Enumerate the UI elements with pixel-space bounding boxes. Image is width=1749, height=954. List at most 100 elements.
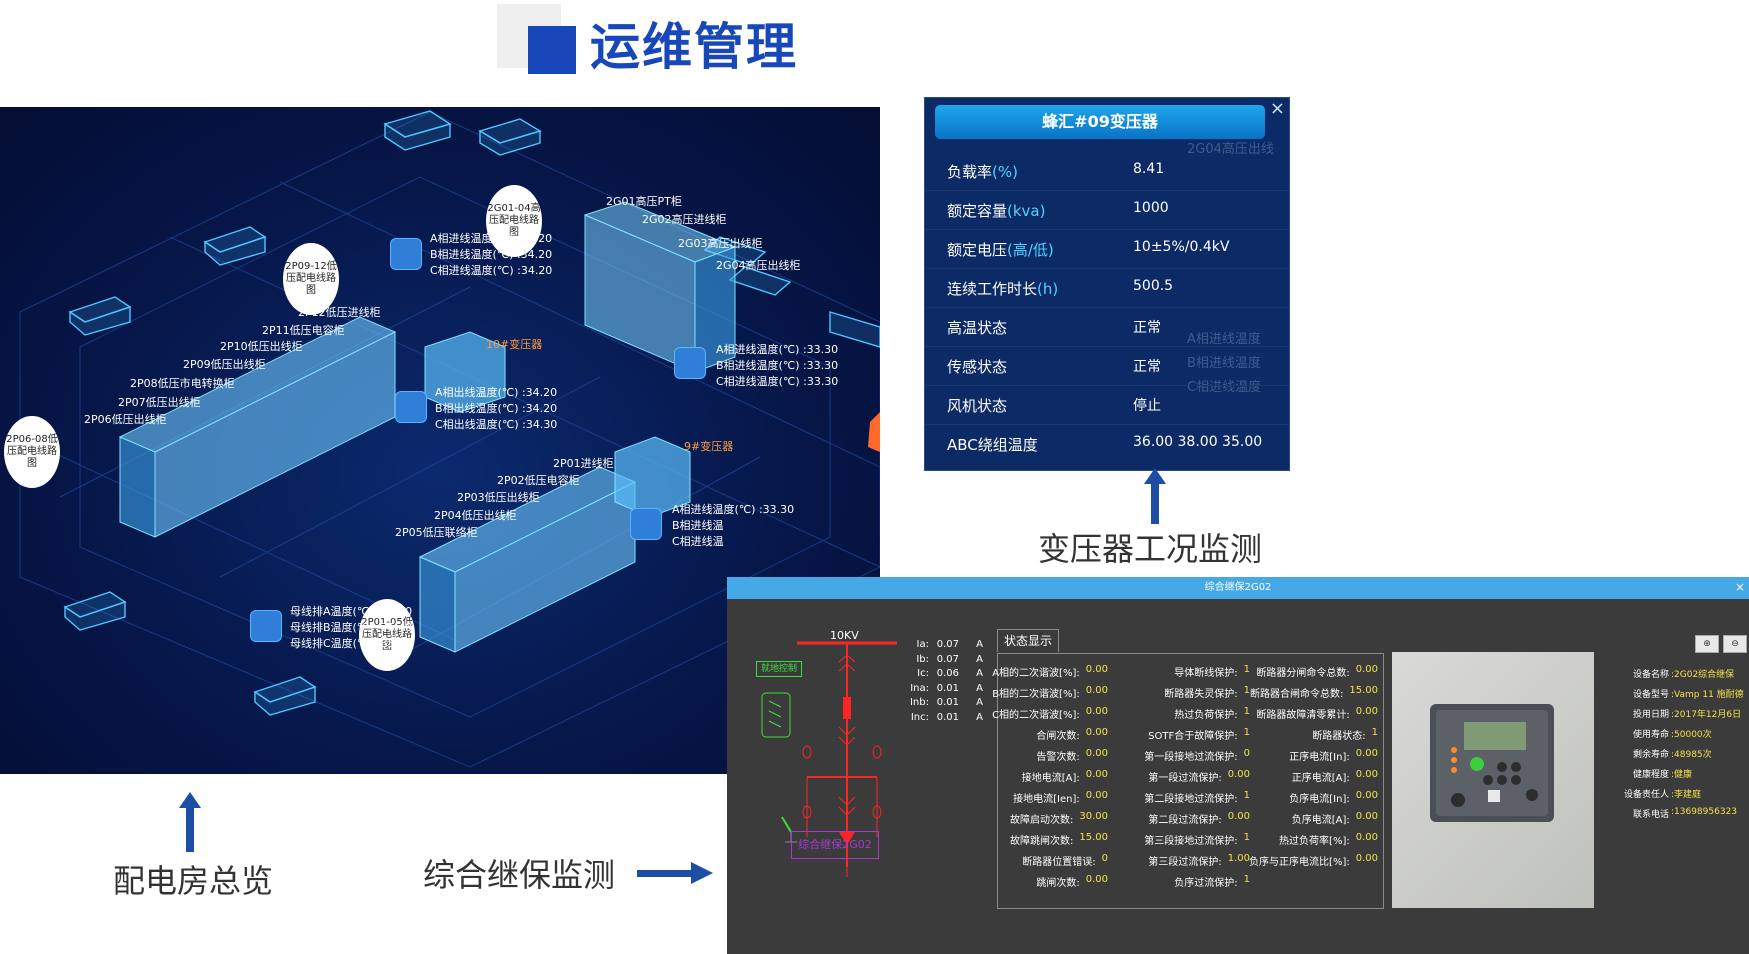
row-value: 停止	[1133, 398, 1161, 414]
status-row: 第三段接地过流保护:1	[1144, 832, 1250, 847]
cabinet-label: 2P01进线柜	[553, 457, 614, 470]
row-value: 10±5%/0.4kV	[1133, 239, 1230, 255]
transformer-label: 10#变压器	[486, 338, 543, 351]
row-label: 风机状态	[947, 397, 1008, 415]
info-row: 联系电话:13698956323	[1632, 807, 1738, 820]
title-square-icon	[528, 26, 576, 74]
temp-readings: A相进线温度(℃) :34.20 B相进线温度(℃) :34.20 C相进线温度…	[430, 231, 552, 279]
status-row: 断路器位置错误:0	[1022, 853, 1108, 868]
caption-transformer: 变压器工况监测	[1038, 530, 1263, 568]
temp-reading: B相出线温度(℃) :34.20	[435, 402, 558, 415]
thermometer-icon	[390, 238, 422, 270]
status-row: 热过负荷率[%]:0.00	[1279, 832, 1378, 847]
hv-diagram-link[interactable]: 2G01-04高压配电线路图	[486, 185, 542, 257]
cabinet-label: 2P10低压出线柜	[220, 340, 303, 353]
popup-row: 高温状态 正常	[925, 307, 1289, 347]
status-row: 热过负荷保护:1	[1174, 706, 1250, 721]
info-row: 使用寿命:50000次	[1632, 730, 1712, 740]
status-row: 第二段过流保护:0.00	[1148, 811, 1250, 826]
lv-diagram-link[interactable]: 2P09-12低压配电线路图	[283, 243, 339, 315]
status-row: A相的二次谐波[%]:0.00	[992, 664, 1108, 679]
popup-row: 负载率(%) 8.41	[925, 151, 1289, 191]
popup-row: 连续工作时长(h) 500.5	[925, 268, 1289, 308]
row-value: 正常	[1133, 359, 1161, 375]
power-room-3d-view[interactable]: 2G01-04高压配电线路图 2P09-12低压配电线路图 2P06-08低压配…	[0, 107, 880, 774]
cabinet-label: 2P04低压出线柜	[434, 509, 517, 522]
status-row: C相的二次谐波[%]:0.00	[992, 706, 1108, 721]
status-panel: A相的二次谐波[%]:0.00 B相的二次谐波[%]:0.00 C相的二次谐波[…	[992, 653, 1384, 909]
status-row: SOTF合于故障保护:1	[1148, 727, 1250, 742]
status-row: 第二段接地过流保护:1	[1144, 790, 1250, 805]
status-row: 故障启动次数:30.00	[1009, 811, 1108, 826]
cabinet-label: 2G01高压PT柜	[606, 195, 682, 208]
cabinet-label: 2P06低压出线柜	[84, 413, 167, 426]
status-row: 负序电流[A]:0.00	[1291, 811, 1378, 826]
status-row: 第一段过流保护:0.00	[1148, 769, 1250, 784]
tab-status[interactable]: 状态显示	[997, 629, 1059, 652]
close-icon[interactable]: ×	[1734, 580, 1745, 594]
status-row: 接地电流[Ien]:0.00	[1013, 790, 1108, 805]
thermometer-icon	[630, 508, 662, 540]
temp-reading: 母线排C温度(℃) :35.60	[290, 637, 413, 650]
status-row: 合闸次数:0.00	[1036, 727, 1108, 742]
cabinet-label: 2P09低压出线柜	[183, 358, 266, 371]
local-control-button[interactable]: 就地控制	[756, 661, 802, 677]
popup-row: 传感状态 正常	[925, 346, 1289, 386]
up-arrow-icon	[179, 792, 201, 852]
status-col-1: A相的二次谐波[%]:0.00 B相的二次谐波[%]:0.00 C相的二次谐波[…	[992, 664, 1108, 895]
close-icon[interactable]: ×	[1269, 98, 1285, 119]
cabinet-label: 2P08低压市电转换柜	[130, 377, 235, 390]
row-label: 连续工作时长(h)	[947, 280, 1059, 298]
transformer-popup: 2G04高压出线 A相进线温度 B相进线温度 C相进线温度 蜂汇#09变压器 ×…	[924, 97, 1290, 471]
status-row: 导体断线保护:1	[1174, 664, 1250, 679]
temp-reading: A相出线温度(℃) :34.20	[435, 386, 558, 399]
cabinet-label: 2P11低压电容柜	[262, 324, 345, 337]
popup-row: ABC绕组温度 36.00 38.00 35.00	[925, 424, 1289, 463]
row-label: 高温状态	[947, 319, 1008, 337]
status-row: 断路器合闸命令总数:15.00	[1249, 685, 1378, 700]
temp-reading: A相进线温度(℃) :33.30	[672, 503, 795, 516]
background-text: 2G04高压出线	[1187, 142, 1274, 157]
row-label: 额定电压(高/低)	[947, 241, 1054, 259]
info-row: 设备名称:2G02综合继保	[1632, 670, 1735, 680]
thermometer-icon	[395, 391, 427, 423]
status-row: 断路器状态:1	[1312, 727, 1378, 742]
device-box[interactable]: 综合继保2G02	[791, 831, 879, 859]
status-row: 跳闸次数:0.00	[1036, 874, 1108, 889]
row-value: 36.00 38.00 35.00	[1133, 434, 1263, 450]
cabinet-label: 2P03低压出线柜	[457, 491, 540, 504]
row-value: 8.41	[1133, 161, 1165, 177]
voltage-label: 10KV	[830, 629, 859, 642]
row-label: ABC绕组温度	[947, 436, 1038, 454]
caption-room: 配电房总览	[113, 862, 274, 900]
zoom-out-icon[interactable]: ⊖	[1723, 635, 1747, 653]
temp-reading: 母线排B温度(℃) :36.40	[290, 621, 413, 634]
cabinet-label: 2G04高压出线柜	[716, 259, 801, 272]
right-arrow-icon	[637, 862, 713, 884]
caption-relay: 综合继保监测	[423, 856, 616, 894]
temp-reading: A相进线温度(℃) :34.20	[430, 232, 553, 245]
status-row: 负序与正序电流比[%]:0.00	[1249, 853, 1378, 868]
transformer-label: 9#变压器	[684, 440, 734, 453]
temp-readings: 母线排A温度(℃) :35.80 母线排B温度(℃) :36.40 母线排C温度…	[290, 604, 412, 652]
row-value: 正常	[1133, 320, 1161, 336]
cabinet-label: 2P05低压联络柜	[395, 526, 478, 539]
temp-readings: A相出线温度(℃) :34.20 B相出线温度(℃) :34.20 C相出线温度…	[435, 385, 557, 433]
cabinet-label: 2P07低压出线柜	[118, 396, 201, 409]
status-row: 正序电流[A]:0.00	[1291, 769, 1378, 784]
background-text: B相进线温度	[1187, 356, 1261, 371]
thermometer-icon	[250, 610, 282, 642]
lv-diagram-link[interactable]: 2P01-05低压配电线路图	[359, 599, 415, 671]
popup-header: 蜂汇#09变压器	[935, 105, 1265, 139]
lv-diagram-link[interactable]: 2P06-08低压配电线路图	[4, 416, 60, 488]
status-row: 告警次数:0.00	[1036, 748, 1108, 763]
device-photo	[1392, 652, 1594, 908]
zoom-in-icon[interactable]: ⊕	[1695, 635, 1719, 653]
temp-reading: C相进线温度(℃) :34.20	[430, 264, 553, 277]
row-label: 传感状态	[947, 358, 1008, 376]
